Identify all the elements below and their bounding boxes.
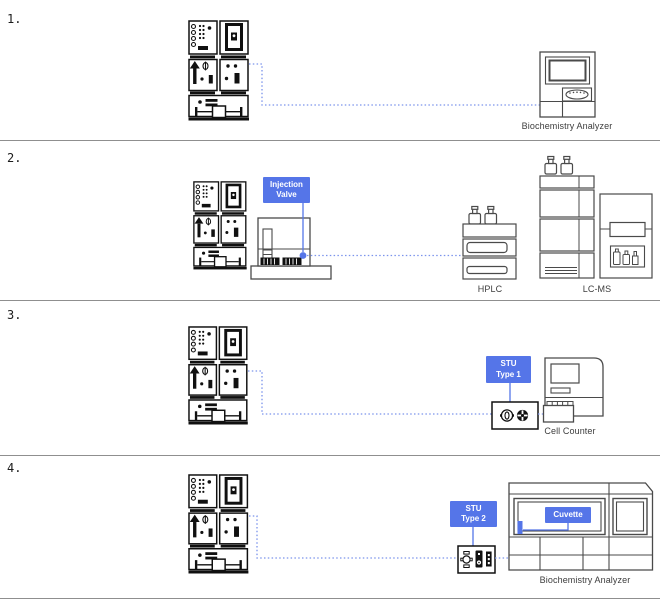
row-separator-3 <box>0 455 660 456</box>
instrument-stack-row1 <box>187 19 251 122</box>
stu-type2-device <box>457 545 496 574</box>
stu-type1-tag-line2: Type 1 <box>496 369 521 379</box>
autosampler-device <box>250 217 332 280</box>
row-separator-1 <box>0 140 660 141</box>
instrument-stack-row4 <box>187 473 250 575</box>
stu-type1-tag-line1: STU <box>500 359 517 369</box>
sample-line-row4b <box>495 536 521 559</box>
injection-valve-tag: Injection Valve <box>263 177 310 203</box>
injection-valve-tag-line1: Injection <box>270 179 303 189</box>
cell-counter-device <box>542 357 604 423</box>
lcms-device <box>539 155 653 279</box>
cuvette-tag-line1: Cuvette <box>553 509 583 519</box>
row-1-number: 1. <box>7 12 22 26</box>
hplc-device <box>462 205 517 280</box>
sample-line-row1 <box>249 63 540 106</box>
injection-valve-tag-line2: Valve <box>276 190 297 199</box>
cuvette-tag: Cuvette <box>545 507 591 523</box>
row-4-number: 4. <box>7 461 22 475</box>
biochemistry-analyzer-label-row1: Biochemistry Analyzer <box>521 121 613 131</box>
instrument-stack-row3 <box>187 325 250 426</box>
biochemistry-analyzer-small <box>539 51 596 118</box>
row-separator-4 <box>0 598 660 599</box>
instrument-stack-row2 <box>192 180 248 271</box>
row-3-number: 3. <box>7 308 22 322</box>
row-separator-2 <box>0 300 660 301</box>
cell-counter-label: Cell Counter <box>544 426 596 436</box>
sample-line-row4a <box>249 515 458 559</box>
biochemistry-analyzer-large <box>508 482 654 571</box>
hplc-label: HPLC <box>477 284 503 294</box>
stu-type1-tag: STU Type 1 <box>486 356 531 383</box>
stu-type1-device <box>491 401 539 430</box>
biochemistry-analyzer-label-row4: Biochemistry Analyzer <box>539 575 631 585</box>
cuvette-pointer <box>523 523 569 531</box>
stu-type2-tag-line2: Type 2 <box>461 514 486 523</box>
cuvette-element <box>517 521 523 534</box>
row-2-number: 2. <box>7 151 22 165</box>
lcms-label: LC-MS <box>582 284 612 294</box>
stu-type2-tag: STU Type 2 <box>450 501 497 527</box>
injection-valve-dot <box>299 252 307 259</box>
stu-type2-tag-line1: STU <box>465 503 482 513</box>
sample-line-row3a <box>248 370 492 415</box>
